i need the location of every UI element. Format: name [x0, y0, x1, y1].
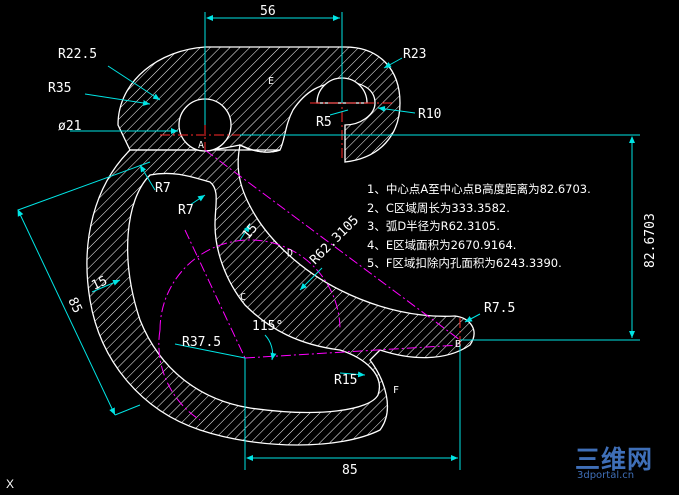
dim-r35: R35	[48, 81, 71, 96]
label-b: B	[455, 339, 461, 350]
note-5: 5、F区域扣除内孔面积为6243.3390.	[367, 256, 562, 271]
dim-height: 82.6703	[643, 213, 658, 268]
note-3: 3、弧D半径为R62.3105.	[367, 219, 500, 234]
label-a: A	[198, 140, 204, 151]
dim-r5: R5	[316, 115, 332, 130]
label-f: F	[393, 385, 399, 396]
notes-block: 1、中心点A至中心点B高度距离为82.6703. 2、C区域周长为333.358…	[367, 180, 591, 273]
label-c: C	[240, 292, 246, 303]
dim-r23: R23	[403, 47, 426, 62]
dim-r7-5: R7.5	[484, 301, 515, 316]
inner-pocket	[127, 172, 381, 414]
note-1: 1、中心点A至中心点B高度距离为82.6703.	[367, 182, 591, 196]
ucs-axis-label: X	[6, 477, 15, 491]
label-d: D	[287, 248, 293, 259]
dimension-lines	[17, 12, 640, 470]
dim-bottom-width: 85	[342, 463, 358, 478]
dim-r22-5: R22.5	[58, 47, 97, 62]
construction-lines	[158, 149, 461, 421]
watermark-title: 三维网	[575, 445, 654, 474]
dim-top-width: 56	[260, 4, 276, 19]
dim-r62: R62.3105	[307, 213, 362, 268]
region-e-upper-lug	[117, 46, 401, 163]
dim-angle115: 115°	[252, 319, 283, 334]
watermark-logo: 三维网 3dportal.cn	[575, 440, 667, 484]
dim-r10: R10	[418, 107, 441, 122]
watermark-url: 3dportal.cn	[577, 470, 635, 481]
dim-r7-upper: R7	[155, 181, 171, 196]
dim-r15: R15	[334, 373, 357, 388]
label-e: E	[268, 76, 274, 87]
note-4: 4、E区域面积为2670.9164.	[367, 237, 517, 252]
dim-15-left: 15	[89, 273, 110, 293]
dim-r37-5: R37.5	[182, 335, 221, 350]
dim-dia21: ø21	[58, 119, 81, 134]
dim-85-left: 85	[64, 295, 84, 316]
dim-r7-lower: R7	[178, 203, 194, 218]
note-2: 2、C区域周长为333.3582.	[367, 200, 510, 215]
